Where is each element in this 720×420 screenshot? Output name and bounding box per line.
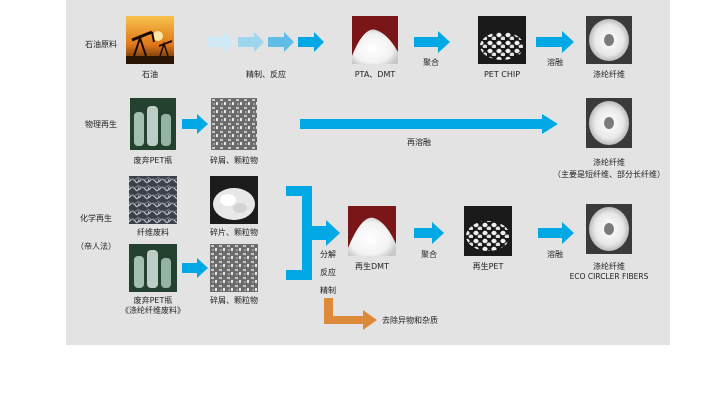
pet-caption: 再生PET xyxy=(472,262,504,271)
oil-caption: 石油 xyxy=(142,70,158,79)
flakes-caption-physical: 碎屑、颗粒物 xyxy=(210,156,258,165)
polymerize-arrow xyxy=(414,31,450,53)
pet-chip-icon xyxy=(478,16,526,64)
fiber-spool-icon-3 xyxy=(586,204,632,254)
remelt-label: 再溶融 xyxy=(407,138,431,147)
step-decompose: 分解 xyxy=(320,250,336,259)
melt-arrow xyxy=(536,31,574,53)
waste-fiber-caption: 纤维废料 xyxy=(137,228,169,237)
row-label-petroleum: 石油原料 xyxy=(85,40,117,49)
row-label-chemical: 化学再生 xyxy=(80,214,112,223)
melt-label: 溶融 xyxy=(547,58,563,67)
pet-pellets-icon xyxy=(464,206,512,256)
bottles-icon xyxy=(130,98,176,150)
bottle-caption-physical: 废弃PET瓶 xyxy=(133,156,173,165)
impurity-removal-label: 去除异物和杂质 xyxy=(382,316,438,325)
white-crystals-icon xyxy=(210,176,258,224)
pta-caption: PTA、DMT xyxy=(354,70,396,79)
polymerize-label-chemical: 聚合 xyxy=(421,250,437,259)
pta-powder-icon xyxy=(352,16,398,64)
bottle-caption-chemical-2: 《涤纶纤维废料》 xyxy=(121,306,185,315)
step-refine: 精制 xyxy=(320,286,336,295)
fiber-caption-2: 涤纶纤维 xyxy=(593,158,625,167)
fiber-spool-icon xyxy=(586,16,632,64)
flakes-icon xyxy=(211,98,257,150)
fiber-caption-1: 涤纶纤维 xyxy=(593,70,625,79)
row-label-chemical-sub: （帝人法） xyxy=(76,242,116,251)
crush-arrow-chemical xyxy=(182,258,208,278)
row-label-physical: 物理再生 xyxy=(85,120,117,129)
crush-arrow-physical xyxy=(182,114,208,134)
melt-label-chemical: 溶融 xyxy=(547,250,563,259)
refine-caption: 精制、反应 xyxy=(246,70,286,79)
remelt-arrow xyxy=(300,114,558,134)
pellets-caption: 碎片、颗粒物 xyxy=(210,228,258,237)
melt-arrow-chemical xyxy=(538,222,574,244)
chip-caption: PET CHIP xyxy=(483,70,521,79)
step-react: 反应 xyxy=(320,268,336,277)
refine-arrow-group xyxy=(208,32,324,52)
oil-pumpjack-icon xyxy=(126,16,174,64)
flakes-caption-chemical: 碎屑、颗粒物 xyxy=(210,296,258,305)
merge-bracket-arrow xyxy=(286,186,340,280)
fiber-spool-icon-2 xyxy=(586,98,632,148)
dmt-powder-icon xyxy=(348,206,396,256)
flakes-icon-2 xyxy=(210,244,258,292)
waste-fiber-icon xyxy=(129,176,177,224)
bottle-caption-chemical-1: 废弃PET瓶 xyxy=(133,296,173,305)
polymerize-arrow-chemical xyxy=(414,222,444,244)
fiber-caption-3-en: ECO CIRCLER FIBERS xyxy=(569,272,649,281)
fiber-caption-3: 涤纶纤维 xyxy=(593,262,625,271)
polymerize-label: 聚合 xyxy=(423,58,439,67)
impurity-arrow xyxy=(324,298,377,330)
dmt-caption: 再生DMT xyxy=(355,262,389,271)
fiber-note-2: （主要是短纤维、部分长纤维） xyxy=(553,170,665,179)
bottles-icon-2 xyxy=(129,244,177,292)
